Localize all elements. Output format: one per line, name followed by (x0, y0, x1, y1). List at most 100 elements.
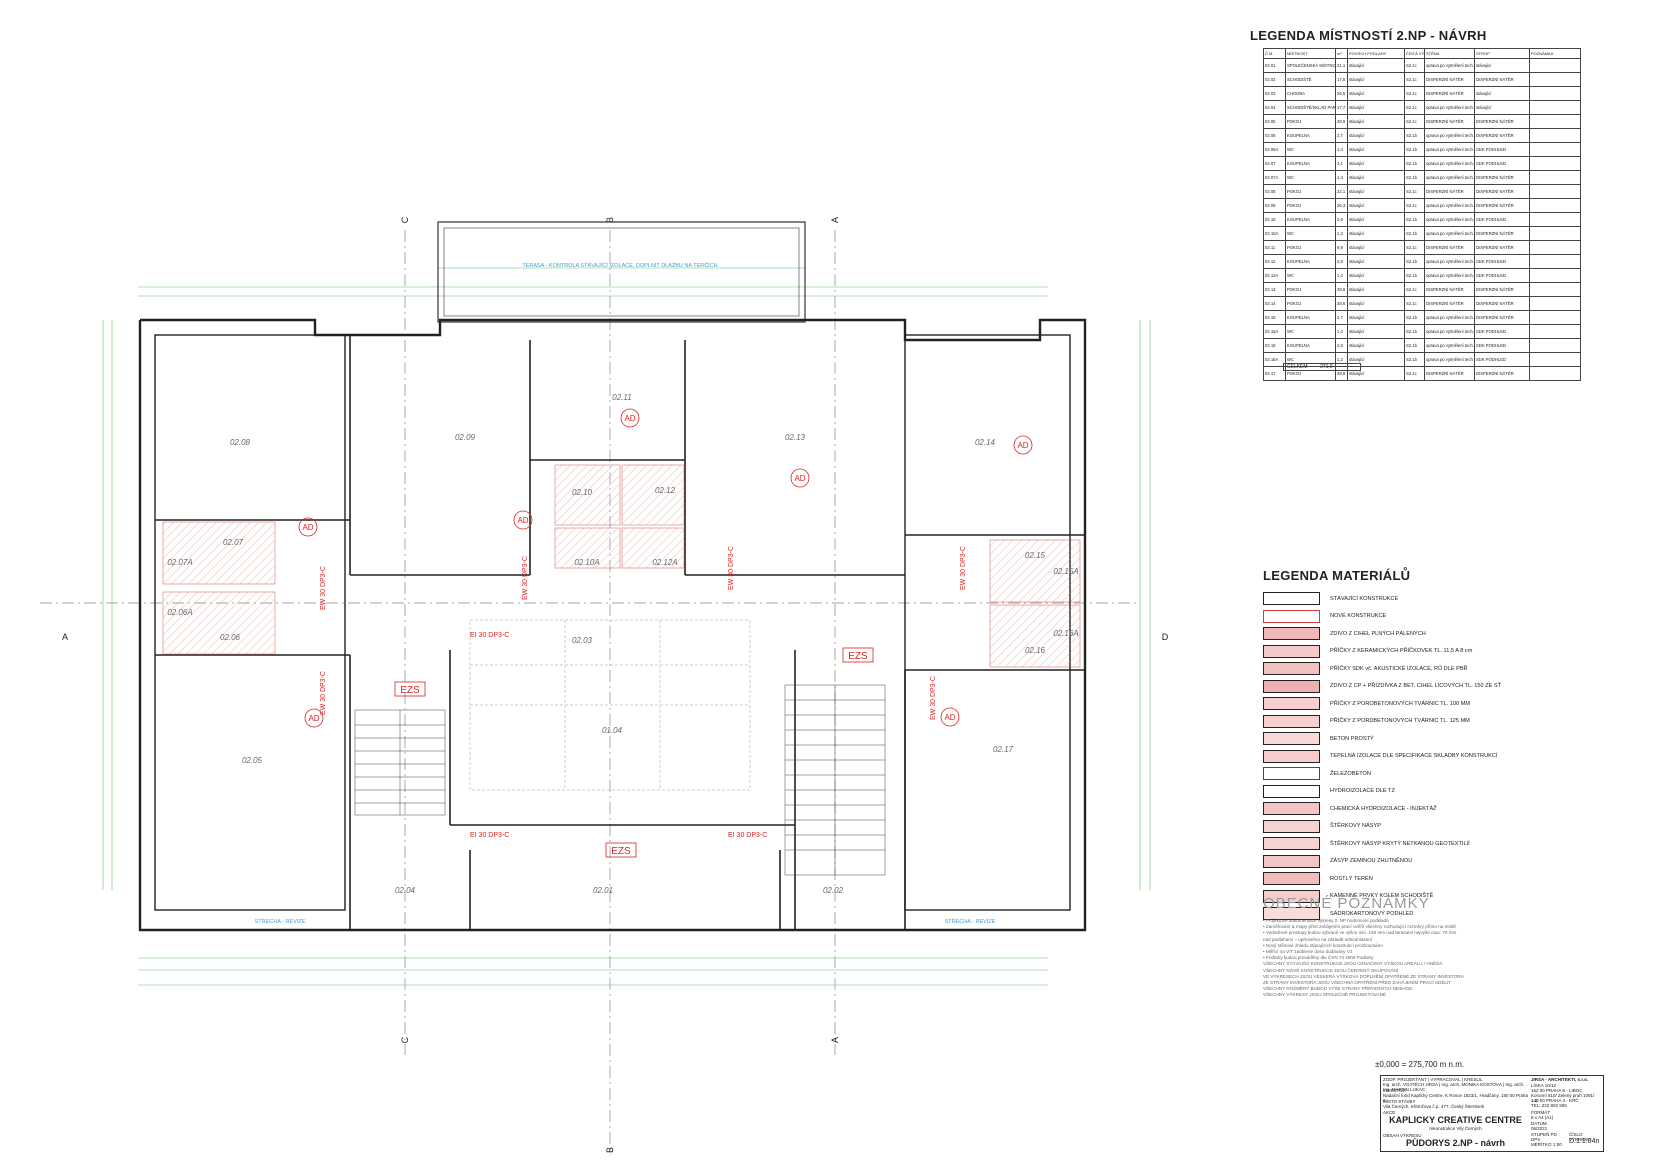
tb-investor: Nadační fond Kaplicky Centre, K Rosce 18… (1383, 1093, 1528, 1103)
room-label: 02.14 (975, 438, 996, 447)
list-item: ZÁSYP ZEMINOU ZHUTNĚNOU (1263, 853, 1523, 871)
room-label: 02.07 (223, 538, 244, 547)
list-item: ZDIVO Z CP + PŘÍZDÍVKA Z BET. CIHEL LÍCO… (1263, 678, 1523, 696)
dimension-lines (102, 255, 1151, 986)
tb-stage-code: DPS (1531, 1137, 1541, 1142)
room-cell-name: KOUPELNA (1285, 128, 1336, 143)
material-swatch (1263, 697, 1320, 711)
list-item: NOVÉ KONSTRUKCE (1263, 608, 1523, 626)
room-cell-floor: stávající (1347, 58, 1405, 73)
room-cell-floor: stávající (1347, 324, 1405, 339)
bathroom-partitions (162, 464, 1081, 668)
room-cell-floor: stávající (1347, 282, 1405, 297)
room-cell-note (1529, 268, 1581, 283)
room-label: 02.12 (655, 486, 676, 495)
section-markers: C B A C B A A D (62, 216, 1169, 1153)
room-cell-note (1529, 170, 1581, 185)
list-item: ŠTĚRKOVÝ NÁSYP KRYTÝ NETKANOU GEOTEXTILI… (1263, 835, 1523, 853)
room-cell-ceiling: DISPERZNÍ NÁTĚR (1474, 72, 1530, 87)
ad-tags: AD AD AD AD AD AD AD (298, 408, 1033, 728)
room-legend-total: CELKEM 271,0 (1283, 363, 1361, 371)
room-cell-no: 02.06 (1263, 128, 1286, 143)
room-cell-code: S2.1b (1404, 170, 1425, 185)
tb-firm-address: LÍSKA 10/12 (1531, 1083, 1557, 1088)
ezs-tags: EZS EZS EZS (394, 647, 874, 858)
room-cell-wall: DISPERZNÍ NÁTĚR (1424, 184, 1475, 199)
room-cell-ceiling: SDK PODHLED (1474, 324, 1530, 339)
section-c-marker: C (400, 216, 410, 223)
material-label: HYDROIZOLACE DLE TZ (1330, 788, 1395, 795)
room-label: 02.04 (395, 886, 416, 895)
room-cell-name: SCHODIŠTĚ (1285, 72, 1336, 87)
section-d-marker: D (1162, 632, 1169, 642)
room-cell-wall: DISPERZNÍ NÁTĚR (1424, 296, 1475, 311)
room-cell-wall: oprava po vytmělení tech. stř. (1424, 156, 1475, 171)
room-cell-code: S2.1c (1404, 72, 1425, 87)
note-line: • Vodotěsné prostupy budou vybrané ve vý… (1263, 930, 1457, 936)
room-cell-floor: stávající (1347, 156, 1405, 171)
material-legend-title: LEGENDA MATERIÁLŮ (1263, 568, 1411, 583)
room-cell-no: 02.11 (1263, 240, 1286, 255)
room-cell-note (1529, 114, 1581, 129)
fire-tag-ew: EW 30 DP3-C (320, 566, 327, 610)
room-cell-name: POKOJ (1285, 240, 1336, 255)
room-cell-wall: oprava po vytmělení tech. stř. (1424, 310, 1475, 325)
room-cell-note (1529, 366, 1581, 381)
room-cell-ceiling: SDK PODHLED (1474, 156, 1530, 171)
note-line: VE VÝKRESECH JSOU VESKERÁ VÝŠKOVÁ DOPLNĚ… (1263, 973, 1464, 979)
room-cell-ceiling: SDK PODHLED (1474, 212, 1530, 227)
room-cell-code: S2.1c (1404, 58, 1425, 73)
roof-label: STŘECHA - REVIZE (255, 917, 306, 925)
room-cell-ceiling: SDK PODHLED (1474, 352, 1530, 367)
room-cell-ceiling: DISPERZNÍ NÁTĚR (1474, 184, 1530, 199)
material-label: BETON PROSTÝ (1330, 735, 1374, 742)
tb-project: KAPLICKY CREATIVE CENTRE (1389, 1115, 1522, 1125)
room-legend-column-header: ČISTÁ VÝŠKA (1404, 48, 1425, 59)
room-cell-note (1529, 226, 1581, 241)
room-label: 02.01 (593, 886, 613, 895)
room-cell-code: S2.1b (1404, 324, 1425, 339)
tb-scale: 1:50 (1553, 1142, 1562, 1147)
list-item: PŘÍČKY Z PORDBETONOVÝCH TVÁRNIC TL. 125 … (1263, 713, 1523, 731)
room-cell-note (1529, 184, 1581, 199)
room-cell-ceiling: SDK PODHLED (1474, 268, 1530, 283)
list-item: PŘÍČKY SDK vč. AKUSTICKÉ IZOLACE, RŮ DLE… (1263, 660, 1523, 678)
tb-subtitle: rekonstrukce Vily Černých (1429, 1126, 1482, 1131)
room-cell-no: 02.01 (1263, 58, 1286, 73)
material-swatch (1263, 854, 1320, 868)
room-cell-name: SCHODIŠTĚ/SKLAD PARSKA (1285, 100, 1336, 115)
tb-firm-address: 140 00 PRAHA 4 - KRČ (1531, 1098, 1579, 1103)
material-label: STÁVAJÍCÍ KONSTRUKCE (1330, 595, 1399, 602)
tb-drawing: PŮDORYS 2.NP - návrh (1405, 1138, 1506, 1148)
material-label: ZDIVO Z CP + PŘÍZDÍVKA Z BET. CIHEL LÍCO… (1330, 683, 1502, 690)
room-cell-area: 1,3 (1335, 324, 1348, 339)
floor-plan: TERASA - KONTROLA STÁVAJÍCÍ IZOLACE, DOP… (40, 216, 1169, 1155)
section-b-marker: B (605, 217, 615, 223)
list-item: KAMENNÉ PRVKY KOLEM SCHODIŠTĚ (1263, 888, 1523, 906)
note-line: • Nový stěnové zhledu stávajících konstr… (1263, 942, 1383, 948)
room-label: 02.05 (242, 756, 263, 765)
room-cell-note (1529, 282, 1581, 297)
room-legend-column-header: POVRCH PODLAHY (1347, 48, 1405, 59)
room-label: 02.15A (1053, 567, 1078, 576)
tb-format-label: FORMÁT (1531, 1110, 1550, 1115)
room-cell-note (1529, 142, 1581, 157)
room-cell-wall: oprava po vytmělení tech. stř. (1424, 352, 1475, 367)
tb-number: D.1.1.04n (1569, 1138, 1600, 1145)
room-cell-name: POKOJ (1285, 184, 1336, 199)
room-cell-name: KOUPELNA (1285, 156, 1336, 171)
room-cell-ceiling: stávající (1474, 58, 1530, 73)
room-cell-note (1529, 156, 1581, 171)
room-cell-floor: stávající (1347, 100, 1405, 115)
room-cell-note (1529, 324, 1581, 339)
room-cell-no: 02.03 (1263, 86, 1286, 101)
room-cell-note (1529, 352, 1581, 367)
